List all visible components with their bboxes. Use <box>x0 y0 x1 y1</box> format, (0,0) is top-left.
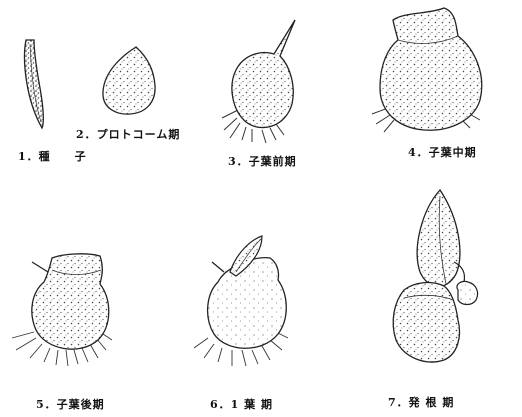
late-cotyledon-drawing <box>12 254 112 366</box>
early-cotyledon-drawing <box>222 20 295 143</box>
stage-label-rooting: 7．発 根 期 <box>388 394 454 410</box>
stage-label-seed: 1．種 子 <box>18 148 87 164</box>
stage-label-late-cotyledon: 5．子葉後期 <box>36 396 105 412</box>
seed-drawing <box>25 40 44 128</box>
protocorm-drawing <box>103 47 155 114</box>
mid-cotyledon-drawing <box>372 8 482 132</box>
stage-label-early-cotyledon: 3．子葉前期 <box>228 153 297 169</box>
rooting-drawing <box>393 190 477 362</box>
stage-label-mid-cotyledon: 4．子葉中期 <box>408 144 477 160</box>
stage-label-protocorm: 2．プロトコーム期 <box>76 126 180 142</box>
one-leaf-drawing <box>194 236 288 366</box>
stage-label-one-leaf: 6．1 葉 期 <box>210 396 273 412</box>
